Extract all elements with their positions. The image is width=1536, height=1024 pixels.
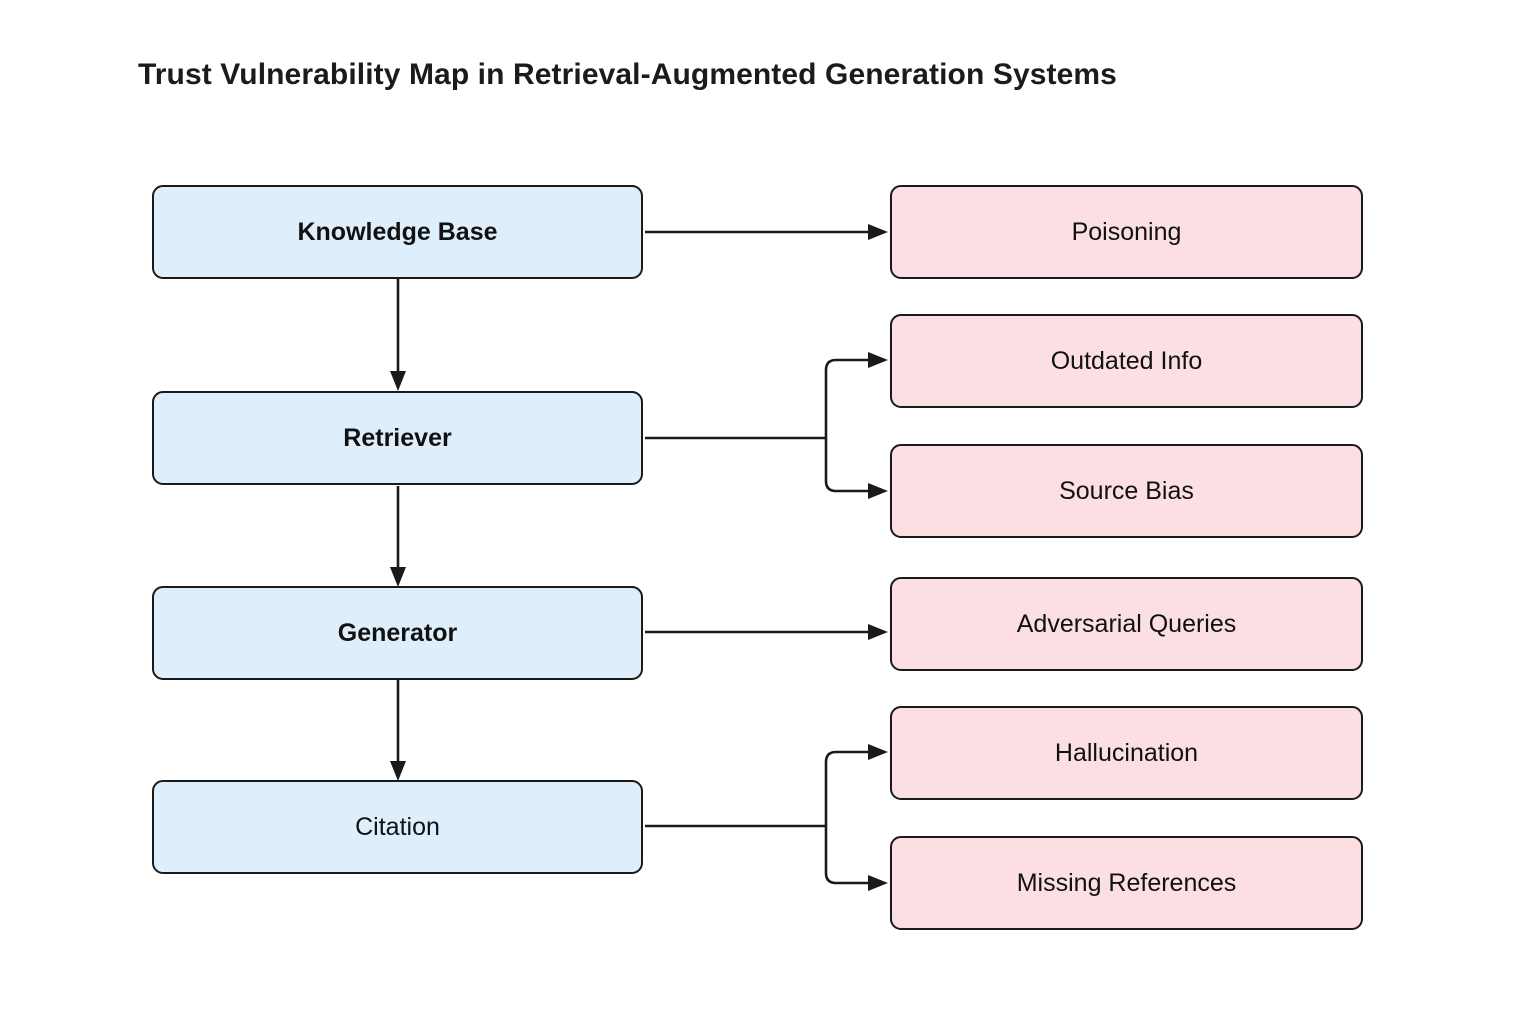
node-hallucination[interactable]: Hallucination (890, 706, 1363, 800)
node-poisoning[interactable]: Poisoning (890, 185, 1363, 279)
node-label-missing-references: Missing References (1016, 869, 1237, 897)
node-label-knowledge-base: Knowledge Base (297, 218, 498, 246)
node-knowledge-base[interactable]: Knowledge Base (152, 185, 643, 279)
node-label-citation: Citation (355, 813, 440, 841)
node-label-generator: Generator (337, 619, 458, 647)
node-label-hallucination: Hallucination (1054, 739, 1199, 767)
node-retriever[interactable]: Retriever (152, 391, 643, 485)
node-label-retriever: Retriever (343, 424, 452, 452)
page-title: Trust Vulnerability Map in Retrieval-Aug… (138, 58, 1117, 91)
node-label-adversarial-queries: Adversarial Queries (1016, 610, 1237, 638)
edge-retriever-branch (645, 352, 888, 499)
node-label-source-bias: Source Bias (1059, 477, 1194, 505)
edge-generator-to-citation (390, 680, 406, 781)
node-adversarial-queries[interactable]: Adversarial Queries (890, 577, 1363, 671)
node-source-bias[interactable]: Source Bias (890, 444, 1363, 538)
edge-generator-to-adversarial-queries (645, 624, 888, 640)
node-missing-references[interactable]: Missing References (890, 836, 1363, 930)
edge-knowledge-base-to-poisoning (645, 224, 888, 240)
node-outdated-info[interactable]: Outdated Info (890, 314, 1363, 408)
edge-retriever-to-generator (390, 486, 406, 587)
node-label-outdated-info: Outdated Info (1050, 347, 1203, 375)
edge-knowledge-base-to-retriever (390, 279, 406, 391)
node-label-poisoning: Poisoning (1071, 218, 1182, 246)
edge-citation-branch (645, 744, 888, 891)
node-generator[interactable]: Generator (152, 586, 643, 680)
node-citation[interactable]: Citation (152, 780, 643, 874)
